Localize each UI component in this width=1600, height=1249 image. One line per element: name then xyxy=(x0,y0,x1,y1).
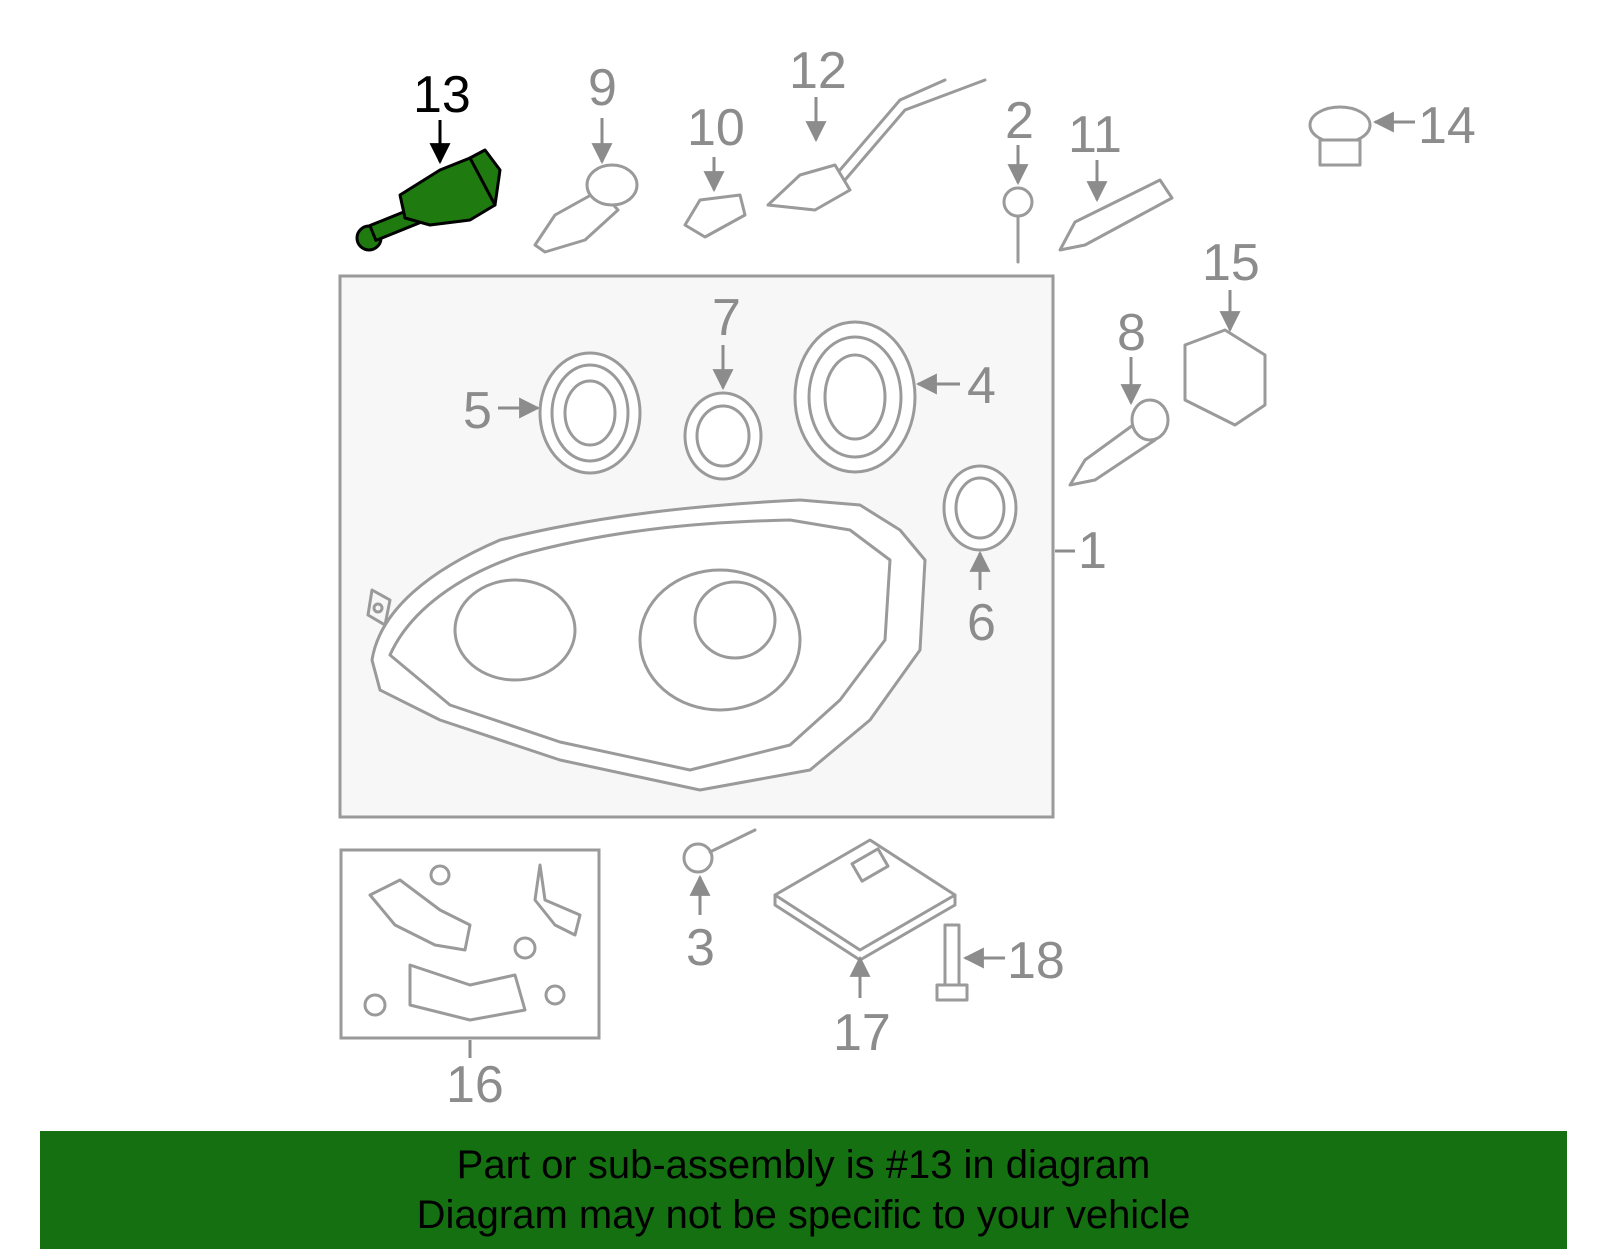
info-banner: Part or sub-assembly is #13 in diagram D… xyxy=(40,1131,1567,1249)
part-14-cap-icon xyxy=(1308,105,1372,167)
callout-7: 7 xyxy=(712,289,741,347)
callout-2: 2 xyxy=(1005,92,1034,150)
callout-4: 4 xyxy=(967,357,996,415)
callout-1: 1 xyxy=(1078,522,1107,580)
banner-line-1: Part or sub-assembly is #13 in diagram xyxy=(456,1143,1151,1187)
reflector-4-icon xyxy=(793,320,917,474)
callout-18: 18 xyxy=(1007,932,1065,990)
callout-6: 6 xyxy=(967,594,996,652)
part-18-bolt-icon xyxy=(935,923,969,1002)
socket-6-icon xyxy=(942,464,1018,552)
part-9-bulb-icon xyxy=(533,163,639,254)
headlamp-housing-icon xyxy=(366,498,927,792)
part-8-bulb-icon xyxy=(1068,398,1170,487)
lens-ring-5-icon xyxy=(538,351,642,475)
parts-diagram: 1 2 3 4 5 6 7 8 9 10 11 12 13 14 15 16 1… xyxy=(338,42,1476,1114)
callout-11: 11 xyxy=(1068,106,1122,164)
callout-8: 8 xyxy=(1117,304,1146,362)
callout-13: 13 xyxy=(413,66,471,124)
callout-14: 14 xyxy=(1418,97,1476,155)
part-13-bulb-icon xyxy=(355,148,502,252)
part-17-control-unit-icon xyxy=(773,838,957,962)
part-10-bulb-icon xyxy=(683,193,747,239)
bracket-kit-box xyxy=(339,848,601,1058)
part-12-socket-icon xyxy=(766,78,987,212)
callout-3: 3 xyxy=(686,919,715,977)
part-3-screw-icon xyxy=(682,828,757,874)
callout-16: 16 xyxy=(446,1056,504,1114)
callout-17: 17 xyxy=(833,1004,891,1062)
part-11-bulb-icon xyxy=(1058,178,1174,252)
part-2-screw-icon xyxy=(1002,186,1034,264)
callout-5: 5 xyxy=(463,382,492,440)
callout-9: 9 xyxy=(588,59,617,117)
lens-ring-7-icon xyxy=(683,391,763,481)
banner-line-2: Diagram may not be specific to your vehi… xyxy=(416,1193,1191,1237)
leader-arrows xyxy=(429,97,1415,998)
callout-15: 15 xyxy=(1202,234,1260,292)
part-15-module-icon xyxy=(1183,328,1267,427)
callout-12: 12 xyxy=(789,42,847,100)
callout-10: 10 xyxy=(687,99,745,157)
